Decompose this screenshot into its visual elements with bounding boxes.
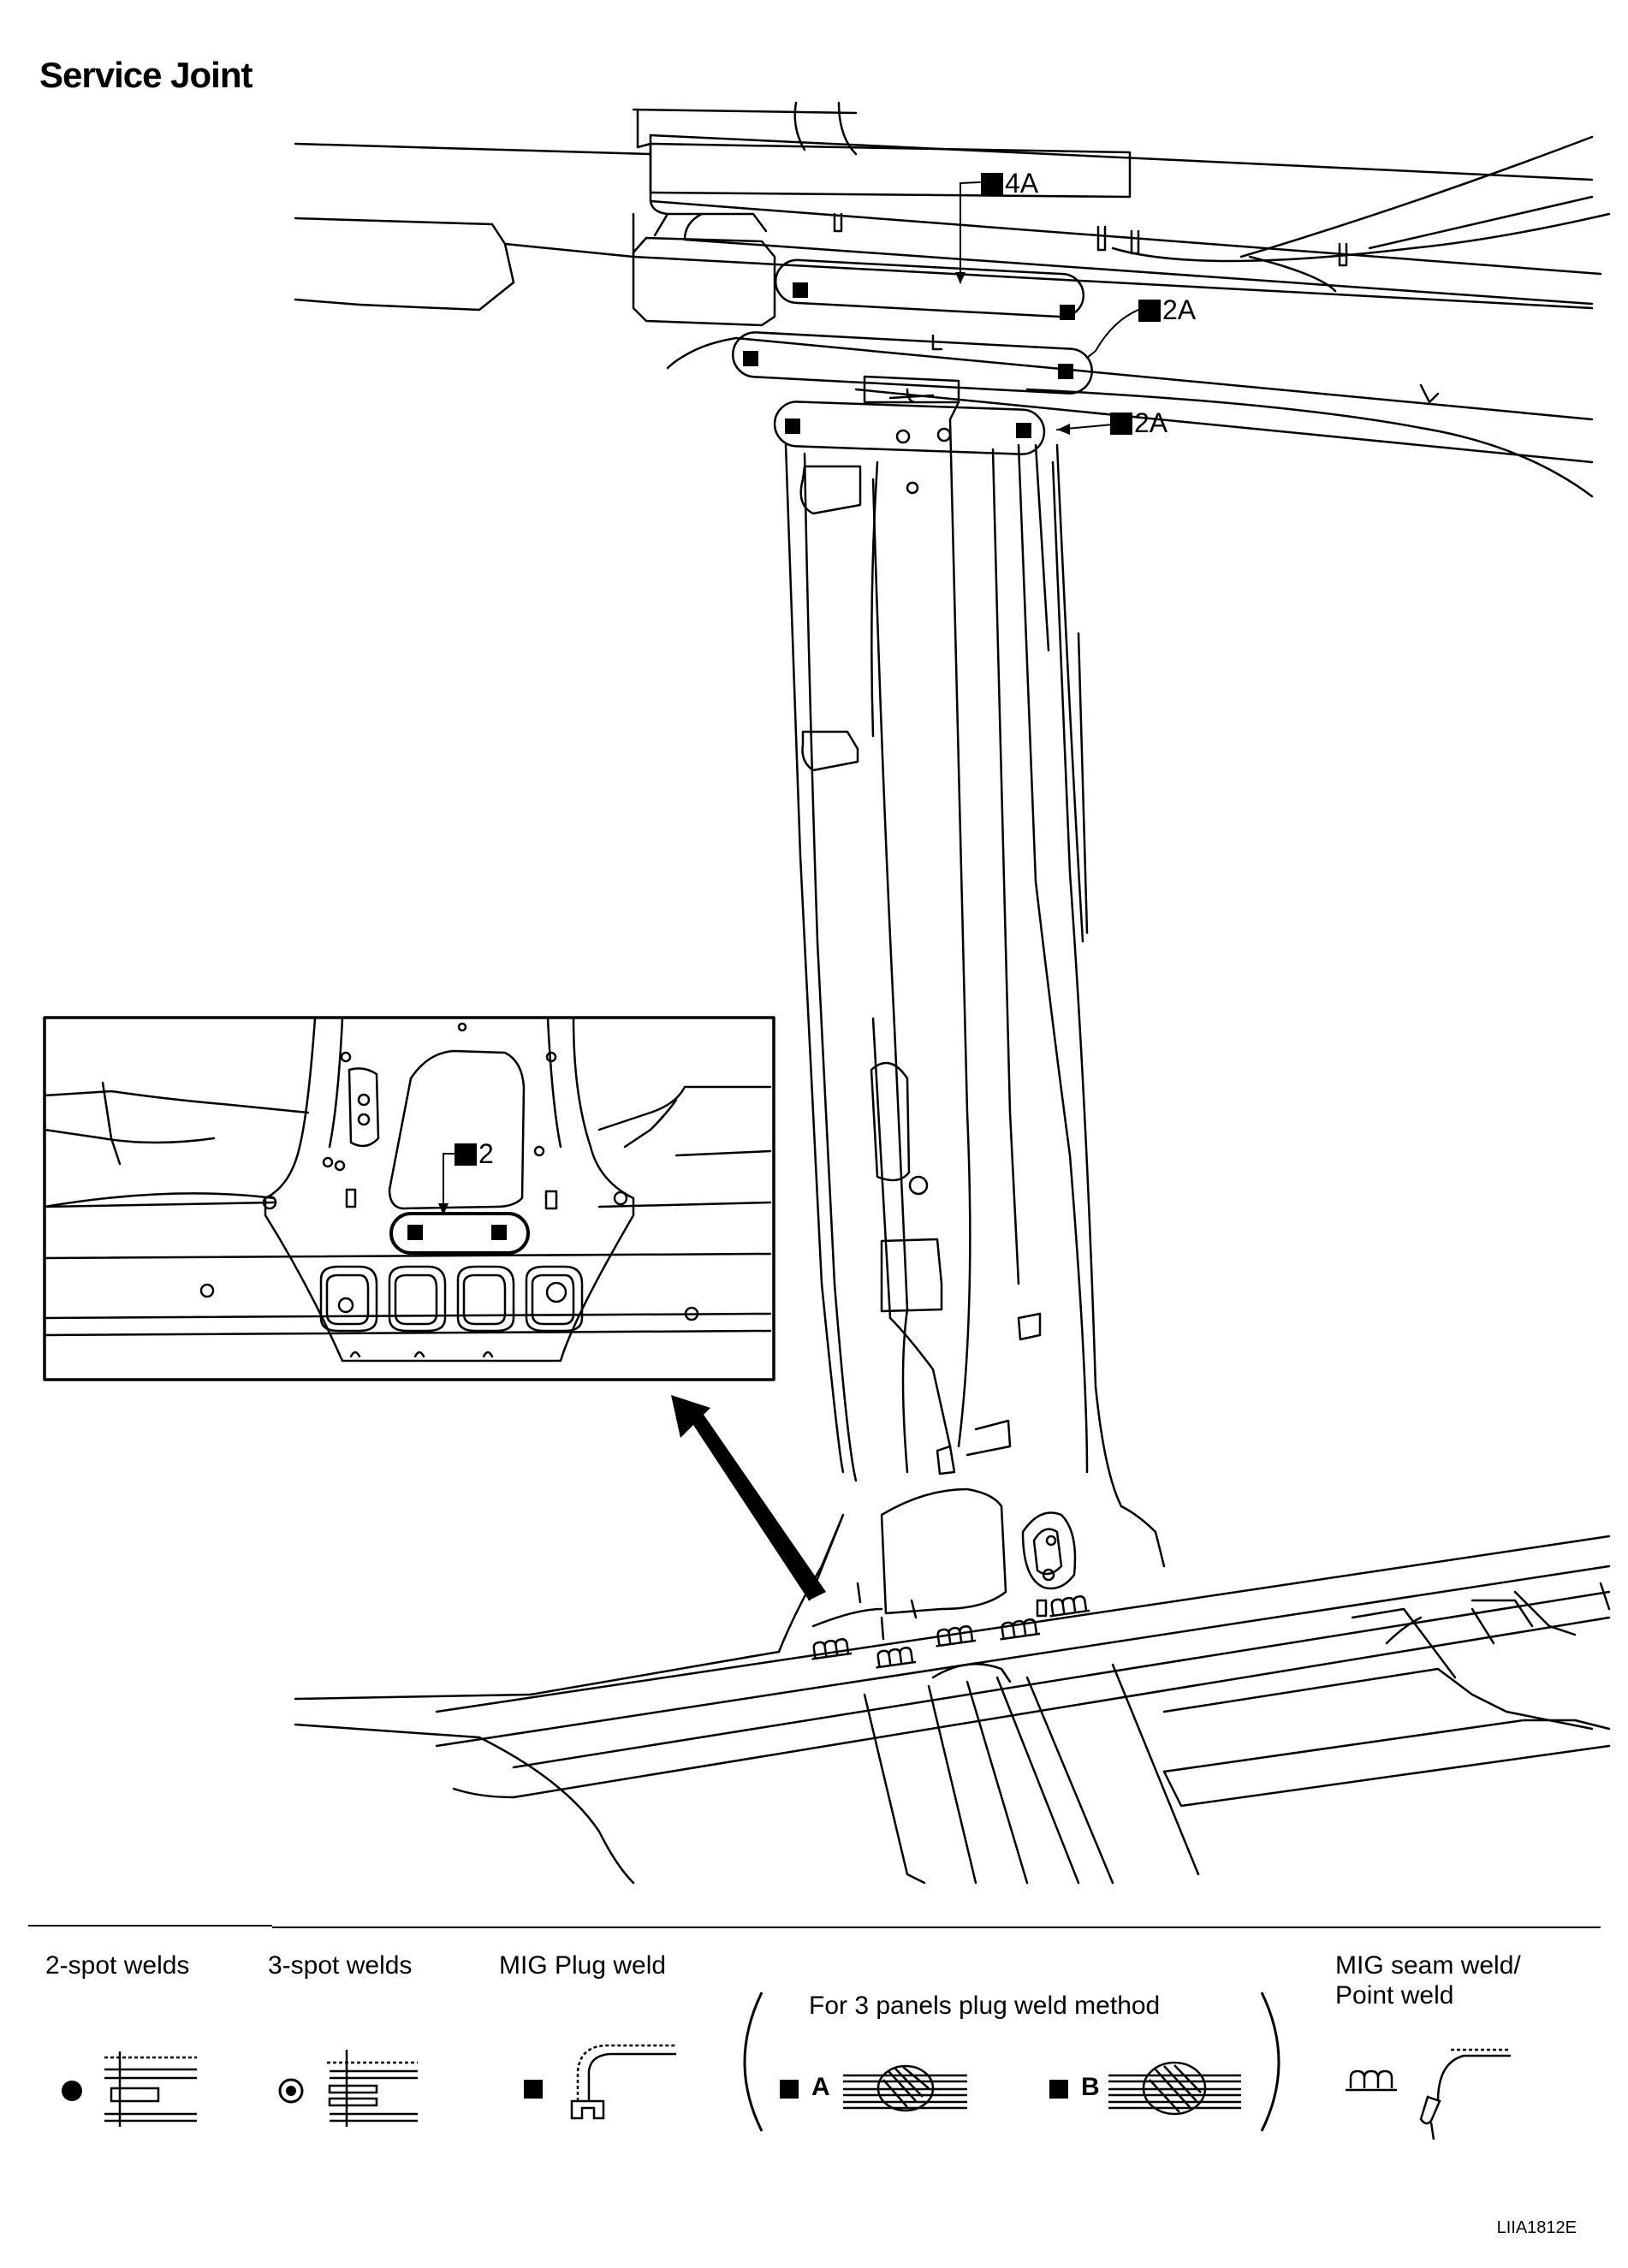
legend	[28, 1925, 1601, 2140]
inset-detail	[43, 1016, 775, 1381]
callout-2a-lower-label: 2A	[1134, 407, 1168, 438]
plug-weld-square-icon	[524, 2044, 676, 2120]
legend-mig-seam-label-line1: MIG seam weld/	[1335, 1951, 1521, 1980]
legend-method-a-label: A	[811, 2073, 830, 2101]
callout-2a-upper: 2A	[1138, 294, 1196, 326]
plug-weld-square-icon	[1110, 413, 1132, 435]
spot-weld-dot-icon	[62, 2051, 197, 2127]
callout-2-inset: 2	[455, 1138, 494, 1170]
figure-code: LIIA1812E	[1496, 2218, 1577, 2237]
legend-method-b-label: B	[1081, 2073, 1100, 2101]
legend-three-spot-label: 3-spot welds	[268, 1951, 413, 1980]
plug-weld-marks	[407, 282, 1075, 1240]
seam-weld-marks	[811, 1595, 1090, 1669]
callout-2a-lower: 2A	[1110, 407, 1168, 439]
side-sill	[294, 1535, 1611, 1885]
legend-mig-plug-label: MIG Plug weld	[499, 1951, 667, 1980]
roof-rail	[294, 101, 1611, 498]
legend-three-panels-label: For 3 panels plug weld method	[809, 1992, 1161, 2020]
callout-2-inset-label: 2	[478, 1138, 494, 1169]
weld-groups	[732, 258, 1093, 455]
legend-two-spot-label: 2-spot welds	[45, 1951, 190, 1980]
leader-arrowheads	[438, 272, 1070, 1215]
b-pillar	[777, 334, 1166, 1654]
seam-weld-icon	[1346, 2048, 1511, 2140]
page-title: Service Joint	[39, 55, 253, 95]
plug-weld-square-icon	[1138, 300, 1161, 322]
plug-weld-square-icon	[981, 173, 1003, 195]
detail-pointer-arrow	[671, 1395, 845, 1601]
three-spot-weld-icon	[278, 2050, 418, 2127]
callout-2a-upper-label: 2A	[1162, 294, 1197, 325]
callout-4a-label: 4A	[1005, 168, 1039, 199]
plug-weld-square-icon	[455, 1143, 477, 1166]
legend-mig-seam-label-line2: Point weld	[1335, 1981, 1454, 2010]
callout-4a: 4A	[981, 168, 1038, 199]
